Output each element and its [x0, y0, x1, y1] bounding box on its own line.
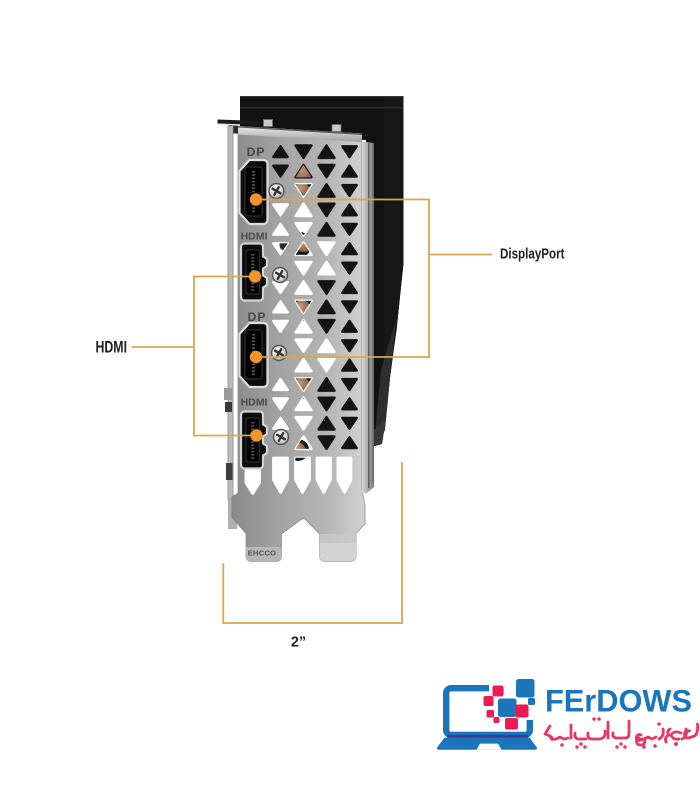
- svg-text:2”: 2”: [291, 635, 306, 651]
- svg-text:DP: DP: [248, 310, 267, 324]
- svg-text:EHCCO: EHCCO: [248, 549, 277, 558]
- svg-text:HDMI: HDMI: [241, 231, 268, 243]
- svg-text:FErDOWS: FErDOWS: [545, 683, 692, 719]
- svg-text:HDMI: HDMI: [96, 339, 128, 357]
- svg-text:DisplayPort: DisplayPort: [500, 247, 565, 263]
- svg-text:HDMI: HDMI: [241, 397, 268, 409]
- svg-text:DP: DP: [247, 145, 266, 159]
